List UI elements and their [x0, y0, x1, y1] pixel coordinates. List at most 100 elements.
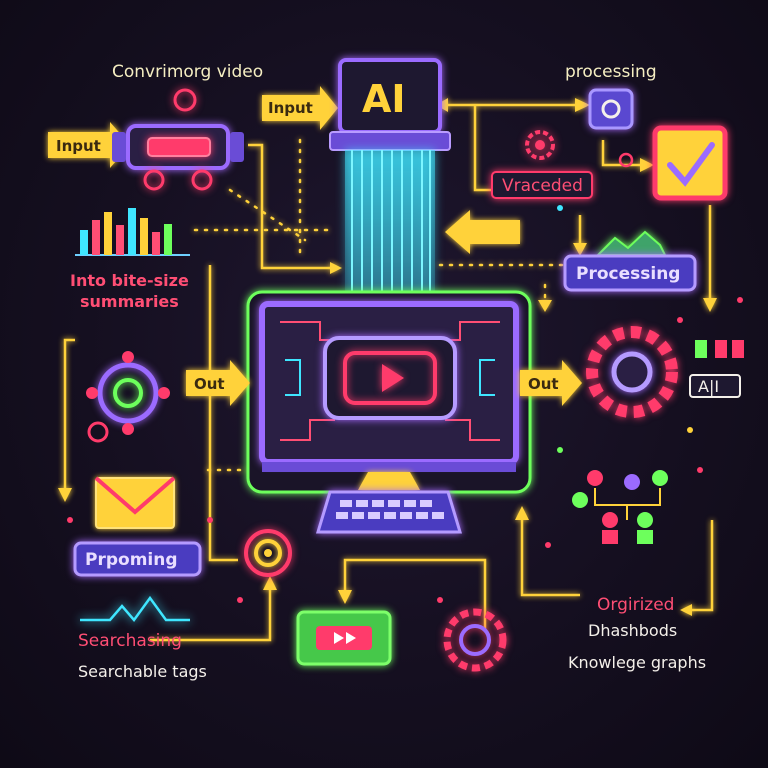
- green-play-box: [296, 610, 392, 666]
- envelope-flap: [94, 476, 176, 515]
- light-beam-lines: [351, 150, 431, 315]
- input-center-label: Input: [268, 99, 313, 117]
- key: [404, 500, 416, 507]
- dot: [67, 517, 73, 523]
- gear-bottom-icon: [443, 608, 507, 672]
- connector-processing-to-check: [601, 140, 640, 167]
- dot: [697, 467, 703, 473]
- bar-8: [164, 224, 172, 255]
- arrowhead-bottom-center: [338, 590, 352, 604]
- dot: [545, 542, 551, 548]
- bar-1: [80, 230, 88, 255]
- video-device-screen: [147, 137, 211, 157]
- monitor-icon: [246, 290, 532, 494]
- checkmark-icon: [652, 125, 728, 201]
- ring-node-outer: [97, 362, 159, 424]
- trace-5: [285, 359, 301, 396]
- ai-badge-label: A|I: [698, 377, 719, 396]
- wheel-left-icon: [143, 169, 165, 191]
- bar-5: [128, 208, 136, 255]
- orgirized-label: Orgirized: [597, 595, 674, 615]
- person-head-1: [587, 470, 603, 486]
- person-head-2: [624, 474, 640, 490]
- arrowhead-tags-up: [263, 576, 277, 590]
- gear-large-icon: [586, 326, 678, 418]
- ring-node-left: [86, 351, 170, 443]
- connector-left-loop: [63, 338, 75, 490]
- fast-forward-icon-2: [346, 632, 356, 644]
- person-head-4: [572, 492, 588, 508]
- out-left-label: Out: [194, 375, 225, 393]
- processing-box-shape: [563, 254, 697, 292]
- processing-node-ring: [601, 99, 621, 119]
- decorative-dots: [67, 205, 743, 603]
- processing-top-label: processing: [565, 62, 657, 82]
- processing-box: Processing: [563, 254, 697, 292]
- input-arrow-left-shape: [48, 122, 130, 168]
- ring-node-inner: [113, 378, 143, 408]
- network-link-1: [594, 488, 661, 506]
- gear-large-hub: [611, 351, 653, 393]
- connector-right-lower: [520, 520, 580, 597]
- summaries-line2: summaries: [80, 292, 179, 311]
- key: [432, 512, 444, 519]
- target-core: [264, 549, 272, 557]
- target-icon: [244, 529, 292, 577]
- gear-bottom-ring: [459, 624, 491, 656]
- key: [388, 500, 400, 507]
- mini-mountain-shape: [595, 230, 667, 256]
- connector-lines: [63, 103, 714, 642]
- gear-small-top: [525, 130, 555, 160]
- key: [416, 512, 428, 519]
- processing-box-label: Processing: [576, 264, 680, 284]
- searchasing-label: Searchasing: [78, 631, 182, 651]
- dot: [737, 297, 743, 303]
- arrowhead-vraceded-down: [573, 243, 587, 256]
- connector-tags-up: [150, 590, 272, 642]
- processing-node-dot: [618, 152, 634, 168]
- gear-icon: [173, 88, 197, 112]
- ai-chip-base: [329, 131, 451, 151]
- person-body-6: [637, 530, 653, 544]
- keyboard-keys: [336, 500, 444, 519]
- ring-node-dot-right: [158, 387, 170, 399]
- out-arrow-left-shape: [186, 360, 250, 406]
- person-body-5: [602, 530, 618, 544]
- trace-6: [479, 359, 495, 396]
- key: [420, 500, 432, 507]
- trace-4: [445, 419, 500, 441]
- prpoming-label: Prpoming: [85, 550, 178, 570]
- out-arrow-left: Out: [186, 360, 250, 406]
- video-frame-inner: [343, 351, 437, 405]
- envelope-icon: [94, 476, 176, 529]
- arrow-back-center: [445, 210, 520, 254]
- bar-chart-icon: [75, 208, 190, 256]
- vraceded-label: Vraceded: [502, 176, 583, 196]
- video-device-handle-left: [112, 132, 126, 162]
- ai-badge-box: [689, 374, 741, 398]
- envelope-body: [95, 477, 175, 529]
- arrowhead-right-processing: [575, 98, 590, 112]
- arrowhead-processing-down: [538, 300, 552, 312]
- ai-chip-icon: AI: [329, 58, 451, 151]
- checkmark-box: [652, 125, 728, 201]
- ai-badge-person-2: [715, 340, 727, 358]
- ai-badge: A|I: [689, 340, 744, 398]
- searchable-tags-label: Searchable tags: [78, 662, 207, 681]
- person-head-3: [652, 470, 668, 486]
- bar-6: [140, 218, 148, 255]
- title-text: Convrimorg video: [112, 62, 263, 82]
- monitor-stand: [358, 472, 420, 490]
- prpoming-box-shape: [73, 541, 202, 577]
- bar-4: [116, 225, 124, 255]
- input-arrow-left: Input: [48, 122, 130, 168]
- person-head-6: [637, 512, 653, 528]
- processing-node-box: [588, 88, 634, 130]
- out-arrow-right: Out: [520, 360, 582, 406]
- ai-badge-person-3: [732, 340, 744, 358]
- dot: [677, 317, 683, 323]
- network-links: [594, 488, 661, 520]
- key: [340, 500, 352, 507]
- key: [400, 512, 412, 519]
- people-network-icon: [572, 470, 668, 544]
